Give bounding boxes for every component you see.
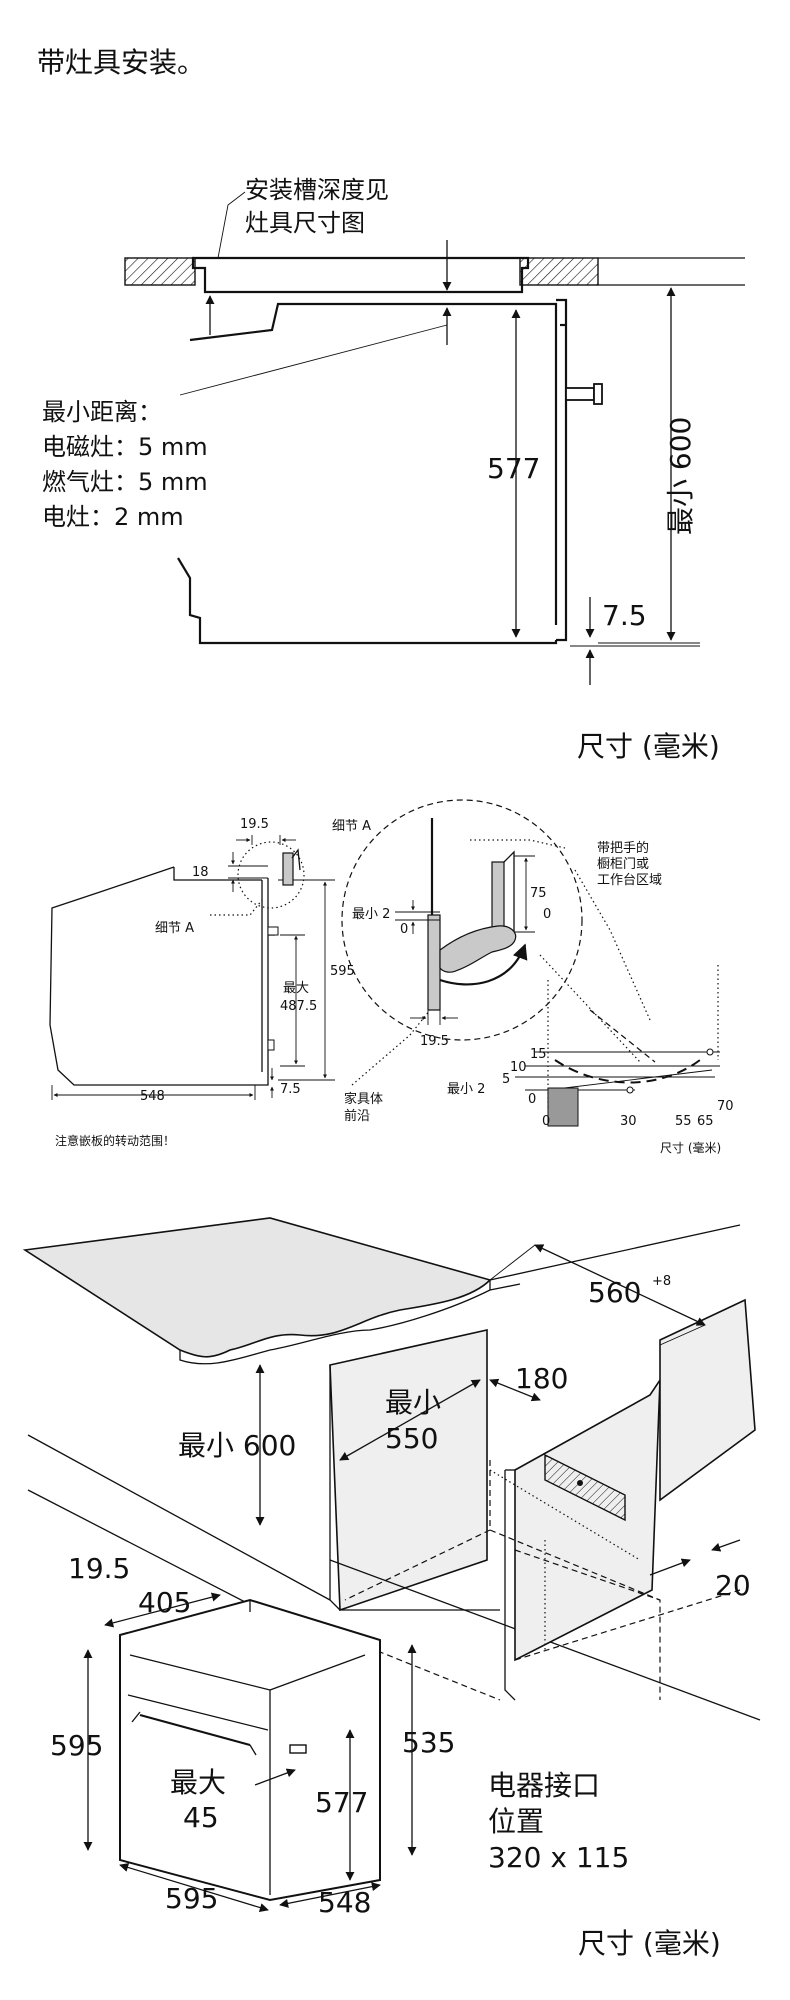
- dim-577-iso: 577: [315, 1786, 368, 1819]
- tick-65: 65: [697, 1114, 714, 1129]
- tick-70: 70: [717, 1099, 734, 1114]
- handle-zone-line3: 工作台区域: [597, 873, 662, 888]
- slot-depth-note-line1: 安装槽深度见: [245, 176, 389, 204]
- dim-577: 577: [487, 452, 540, 485]
- dim-550: 550: [385, 1422, 438, 1455]
- dim-45: 45: [183, 1801, 219, 1834]
- tick-5: 5: [502, 1072, 510, 1087]
- dim-535: 535: [402, 1726, 455, 1759]
- min-distance-electric: 电灶：2 mm: [42, 503, 184, 531]
- socket-note-line2: 位置: [488, 1805, 544, 1838]
- dim-548: 548: [140, 1089, 165, 1104]
- cabinet-front-line2: 前沿: [344, 1108, 370, 1124]
- tick-55: 55: [675, 1114, 692, 1129]
- dim-19-5-top: 19.5: [240, 817, 269, 832]
- handle-zone-line2: 橱柜门或: [597, 857, 649, 872]
- dim-595-width: 595: [165, 1882, 218, 1915]
- dim-min-label: 最小: [385, 1386, 441, 1419]
- dim-595: 595: [330, 964, 355, 979]
- max-label-iso: 最大: [170, 1766, 226, 1799]
- hand-illustration: [439, 925, 517, 973]
- dim-7-5: 7.5: [602, 599, 647, 632]
- worktop-right: [519, 257, 599, 286]
- min-distance-induction: 电磁灶：5 mm: [42, 433, 208, 461]
- units-label-3: 尺寸 (毫米): [578, 1927, 721, 1960]
- dim-min-600: 最小 600: [664, 417, 697, 535]
- dim-20: 20: [715, 1569, 751, 1602]
- tick-0b: 0: [542, 1114, 550, 1129]
- page-title: 带灶具安装。: [37, 46, 205, 79]
- dim-19-5-iso: 19.5: [68, 1552, 130, 1585]
- door-swing-note: 注意嵌板的转动范围！: [55, 1133, 175, 1148]
- dim-7-5-small: 7.5: [280, 1082, 301, 1097]
- hob: [191, 256, 530, 294]
- dim-405: 405: [138, 1586, 191, 1619]
- hob-section-drawing: [124, 191, 745, 685]
- units-label-2: 尺寸 (毫米): [660, 1140, 721, 1155]
- door-swing-drawing: [49, 799, 720, 1127]
- worktop-left: [124, 257, 196, 286]
- dim-180: 180: [515, 1362, 568, 1395]
- detail-a-title: 细节 A: [332, 819, 371, 834]
- tick-min-2: 最小 2: [447, 1082, 485, 1097]
- tick-10: 10: [510, 1060, 527, 1075]
- power-socket-area: [544, 1453, 626, 1522]
- dim-min-600-iso: 最小 600: [178, 1429, 296, 1462]
- min-2-label: 最小 2: [352, 907, 390, 922]
- tick-0: 0: [528, 1092, 536, 1107]
- dim-560-tolerance: +8: [652, 1274, 671, 1289]
- slot-depth-note-line2: 灶具尺寸图: [245, 209, 365, 237]
- tick-30: 30: [620, 1114, 637, 1129]
- isometric-install-drawing: [22, 1217, 761, 1912]
- max-label: 最大: [283, 981, 309, 996]
- min-distance-title: 最小距离：: [42, 398, 162, 426]
- dim-487-5: 487.5: [280, 999, 317, 1014]
- detail-a-label-left: 细节 A: [155, 921, 194, 936]
- dim-560: 560: [588, 1276, 641, 1309]
- dim-75: 75: [530, 886, 547, 901]
- dim-18: 18: [192, 865, 209, 880]
- oven-body: [119, 1598, 381, 1902]
- tick-15: 15: [530, 1047, 547, 1062]
- socket-note-line3: 320 x 115: [488, 1841, 629, 1874]
- dim-548-iso: 548: [318, 1886, 371, 1919]
- worktop-iso: [22, 1217, 492, 1358]
- cabinet-front-line1: 家具体: [344, 1091, 383, 1107]
- min-distance-gas: 燃气灶：5 mm: [42, 468, 208, 496]
- dim-19-5-bottom: 19.5: [420, 1034, 449, 1049]
- units-label-1: 尺寸 (毫米): [577, 730, 720, 763]
- dim-595-height: 595: [50, 1729, 103, 1762]
- socket-note-line1: 电器接口: [488, 1769, 600, 1802]
- dim-0-right: 0: [543, 907, 551, 922]
- handle-zone-line1: 带把手的: [597, 840, 649, 856]
- dim-0-left: 0: [400, 922, 408, 937]
- oven-knob: [565, 387, 595, 401]
